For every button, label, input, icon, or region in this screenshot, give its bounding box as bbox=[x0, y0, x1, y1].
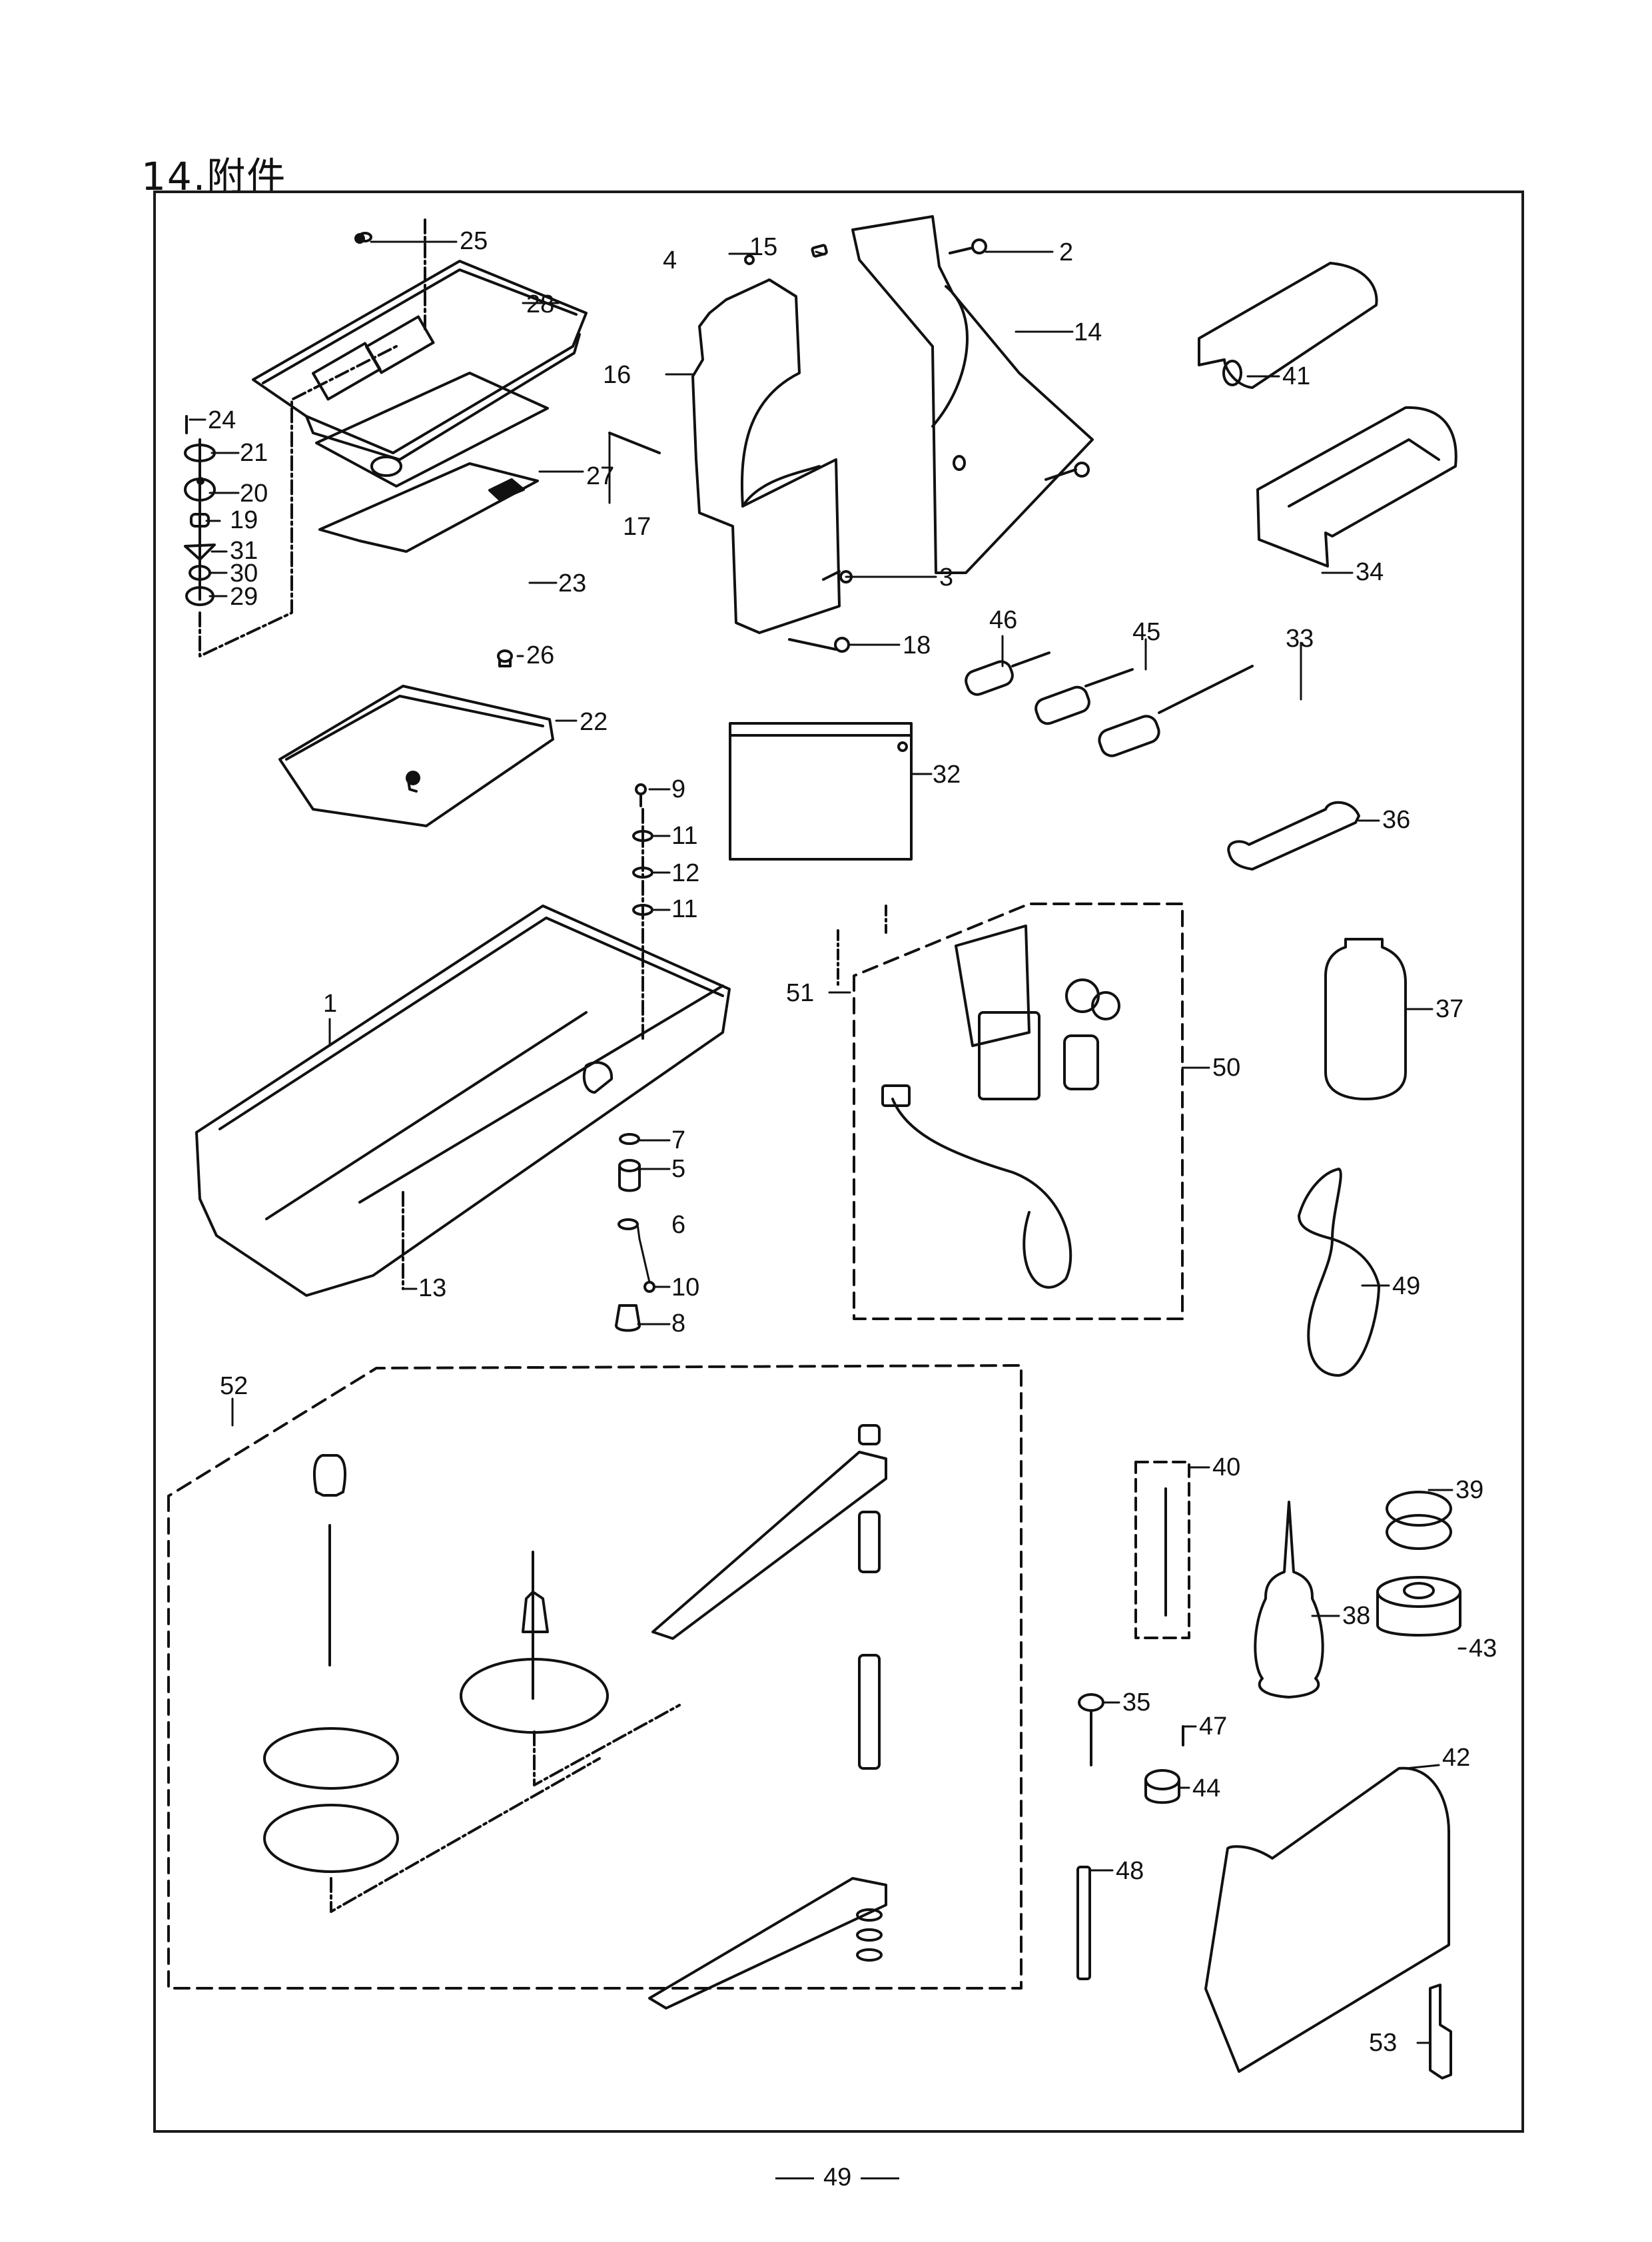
callout-44: 44 bbox=[1192, 1774, 1221, 1802]
callout-52: 52 bbox=[220, 1372, 248, 1400]
part-manual-32 bbox=[729, 722, 913, 861]
callout-12: 12 bbox=[671, 859, 700, 887]
callout-48: 48 bbox=[1116, 1857, 1144, 1885]
part-stack-left bbox=[184, 345, 398, 657]
callout-24: 24 bbox=[208, 406, 236, 434]
callout-6: 6 bbox=[671, 1211, 686, 1239]
part-stack-feet bbox=[615, 783, 655, 1332]
callout-11a: 11 bbox=[671, 822, 698, 850]
callout-28: 28 bbox=[526, 290, 555, 318]
callout-3: 3 bbox=[939, 563, 954, 591]
callout-11b: 11 bbox=[671, 895, 698, 923]
callout-30: 30 bbox=[230, 560, 258, 587]
page-number-text: 49 bbox=[823, 2163, 852, 2191]
part-oiler-38 bbox=[1254, 1501, 1324, 1698]
part-screwdrivers bbox=[965, 651, 1254, 757]
part-cap-44 bbox=[1144, 1769, 1180, 1804]
callout-9: 9 bbox=[671, 775, 686, 803]
part-thread-stand-52 bbox=[263, 1424, 887, 2010]
part-spool-43 bbox=[1376, 1576, 1461, 1637]
page-number-dash-left bbox=[775, 2177, 814, 2180]
callout-33: 33 bbox=[1286, 625, 1314, 653]
callout-53: 53 bbox=[1369, 2029, 1398, 2057]
callout-16: 16 bbox=[603, 361, 631, 389]
diagram-frame bbox=[153, 190, 1524, 2133]
part-screws-top bbox=[608, 238, 1090, 653]
part-gauge-48 bbox=[1076, 1866, 1091, 1980]
callout-8: 8 bbox=[671, 1309, 686, 1337]
callout-29: 29 bbox=[230, 583, 258, 611]
callout-7: 7 bbox=[671, 1126, 686, 1154]
callout-39: 39 bbox=[1455, 1476, 1484, 1504]
part-sheet-23 bbox=[318, 462, 539, 553]
callout-32: 32 bbox=[933, 761, 961, 789]
callout-25: 25 bbox=[460, 227, 488, 255]
callout-26: 26 bbox=[526, 641, 555, 669]
callout-42: 42 bbox=[1442, 1744, 1471, 1772]
callout-1: 1 bbox=[323, 990, 338, 1018]
callout-49: 49 bbox=[1392, 1272, 1421, 1300]
part-cover-42 bbox=[1204, 1766, 1450, 2073]
part-wing-screw-25 bbox=[354, 232, 372, 244]
part-bobbin-39 bbox=[1386, 1491, 1452, 1550]
callout-17: 17 bbox=[623, 513, 651, 541]
part-box-52 bbox=[167, 1364, 1023, 1990]
callout-20: 20 bbox=[240, 480, 268, 508]
callout-4: 4 bbox=[663, 246, 677, 274]
leader-lines bbox=[189, 240, 1467, 2044]
callout-27: 27 bbox=[586, 462, 615, 490]
callout-46: 46 bbox=[989, 606, 1018, 634]
page-number: 49 bbox=[766, 2163, 909, 2192]
callout-19: 19 bbox=[230, 506, 258, 534]
callout-35: 35 bbox=[1122, 1688, 1151, 1716]
part-pan-1 bbox=[195, 905, 731, 1297]
callout-36: 36 bbox=[1382, 806, 1411, 834]
part-cover-14 bbox=[851, 215, 1094, 574]
page-number-dash-right bbox=[861, 2177, 900, 2180]
part-34 bbox=[1256, 406, 1457, 567]
part-sheet-27 bbox=[315, 372, 549, 488]
part-tray-22 bbox=[278, 685, 554, 827]
part-belt-49 bbox=[1298, 1168, 1380, 1377]
callout-23: 23 bbox=[558, 569, 587, 597]
callout-45: 45 bbox=[1132, 618, 1161, 646]
callout-41: 41 bbox=[1282, 362, 1311, 390]
callout-34: 34 bbox=[1356, 558, 1384, 586]
callout-51: 51 bbox=[786, 979, 815, 1007]
callout-10: 10 bbox=[671, 1274, 700, 1302]
callout-13: 13 bbox=[418, 1274, 447, 1302]
part-box-50 bbox=[853, 903, 1184, 1320]
part-valve-50 bbox=[881, 925, 1120, 1289]
callout-2: 2 bbox=[1059, 238, 1074, 266]
callout-18: 18 bbox=[903, 631, 931, 659]
part-cap-26 bbox=[497, 649, 513, 667]
callout-38: 38 bbox=[1342, 1602, 1371, 1630]
callout-21: 21 bbox=[240, 439, 268, 467]
part-screw-35 bbox=[1078, 1693, 1104, 1766]
callout-15: 15 bbox=[749, 233, 778, 261]
callout-43: 43 bbox=[1469, 1635, 1497, 1663]
callout-50: 50 bbox=[1212, 1054, 1241, 1082]
callout-40: 40 bbox=[1212, 1453, 1241, 1481]
part-wrench-36 bbox=[1227, 801, 1360, 871]
part-tray-28 bbox=[252, 218, 588, 461]
callout-37: 37 bbox=[1436, 995, 1464, 1023]
callout-14: 14 bbox=[1074, 318, 1102, 346]
part-53 bbox=[1429, 1984, 1452, 2079]
part-bottle-37 bbox=[1324, 938, 1407, 1100]
part-41 bbox=[1198, 262, 1378, 389]
part-box-40 bbox=[1134, 1461, 1190, 1639]
callout-47: 47 bbox=[1199, 1712, 1228, 1740]
callout-5: 5 bbox=[671, 1155, 686, 1183]
part-cover-16 bbox=[691, 278, 841, 634]
callout-31: 31 bbox=[230, 537, 258, 565]
callout-22: 22 bbox=[580, 708, 608, 736]
